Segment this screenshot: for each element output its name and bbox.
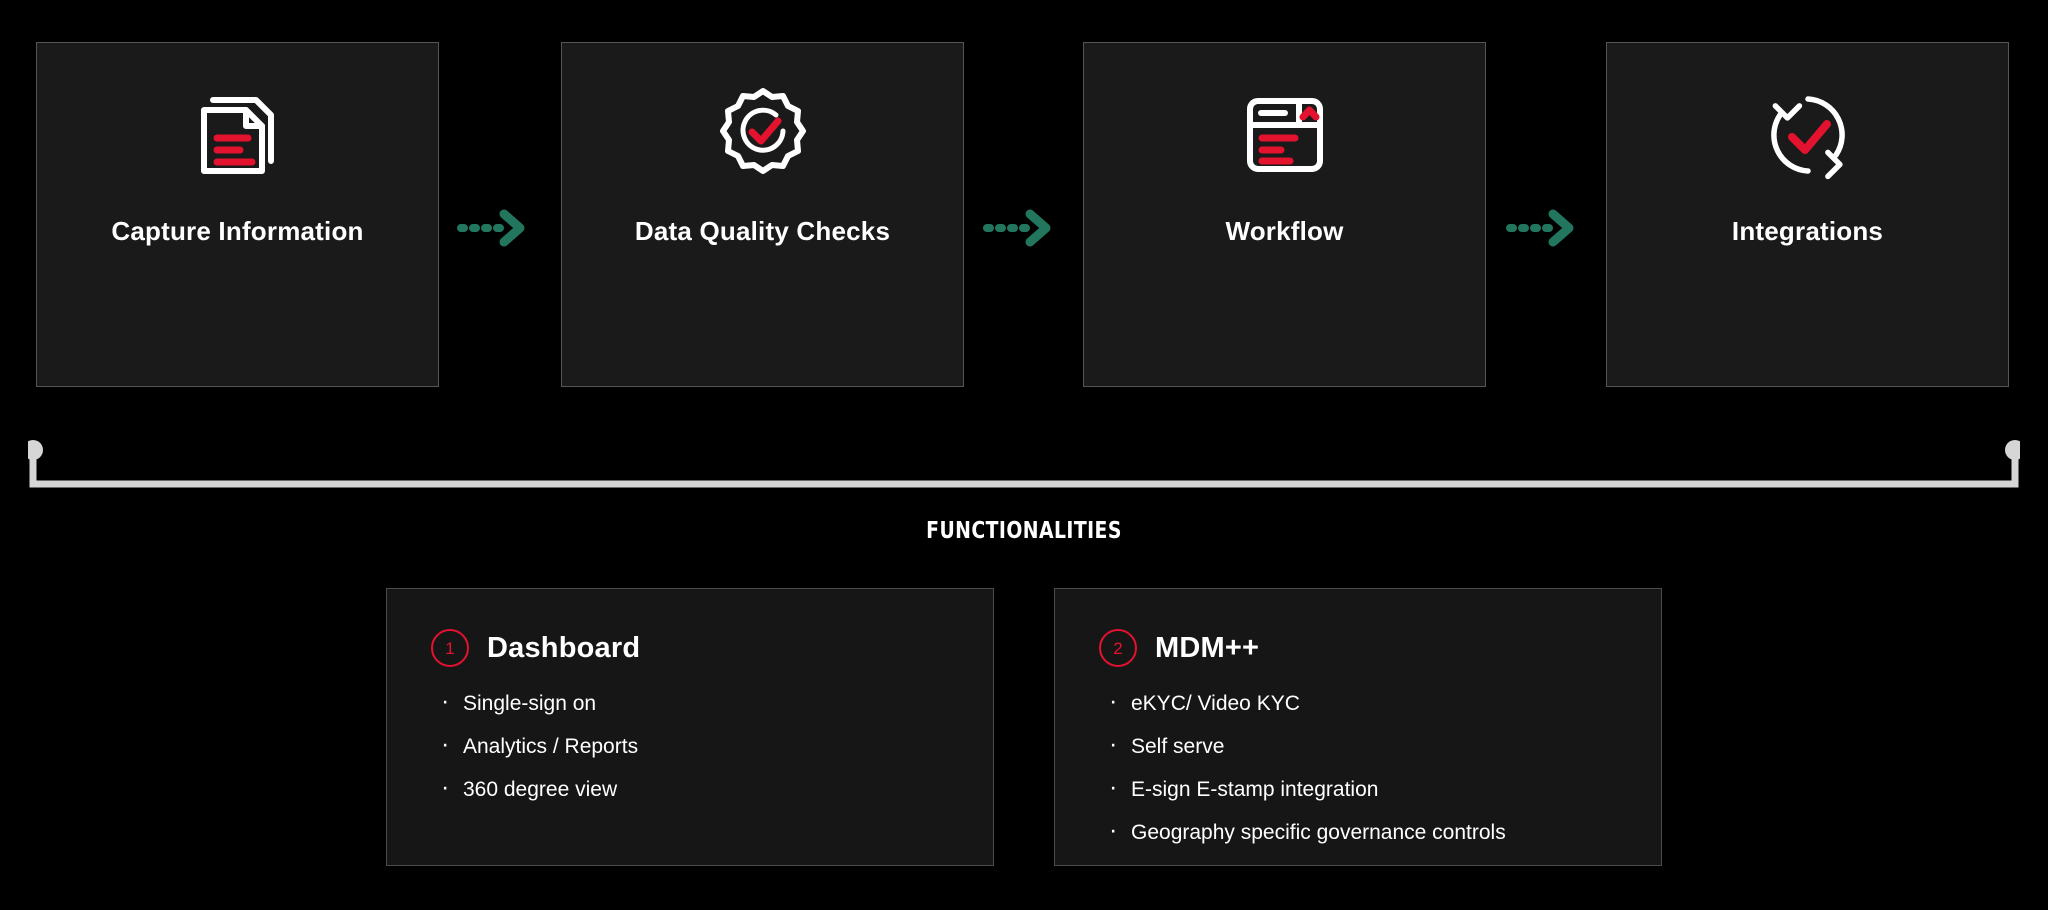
functionality-card-header: 2 MDM++ xyxy=(1099,629,1661,667)
dashed-arrow-right-icon xyxy=(982,206,1062,250)
dashed-arrow-right-icon xyxy=(456,206,536,250)
list-item: Geography specific governance controls xyxy=(1109,818,1661,843)
process-card-title: Capture Information xyxy=(111,216,364,246)
functionality-card-dashboard[interactable]: 1 Dashboard Single-sign on Analytics / R… xyxy=(386,588,994,866)
functionality-feature-list: eKYC/ Video KYC Self serve E-sign E-stam… xyxy=(1099,689,1661,843)
process-flow-row: Capture Information Data Quality Checks xyxy=(0,0,2048,390)
process-card-title: Integrations xyxy=(1731,216,1884,246)
process-card-capture-information[interactable]: Capture Information xyxy=(36,42,439,387)
status-badge: 2 xyxy=(1099,629,1137,667)
bracket-dot-right xyxy=(2005,440,2025,460)
functionality-feature-list: Single-sign on Analytics / Reports 360 d… xyxy=(431,689,993,800)
functionality-card-header: 1 Dashboard xyxy=(431,629,993,667)
section-label-functionalities: FUNCTIONALITIES xyxy=(926,518,1122,544)
process-card-integrations[interactable]: Integrations xyxy=(1606,42,2009,387)
process-card-title: Data Quality Checks xyxy=(634,216,891,246)
process-card-title: Workflow xyxy=(1225,216,1344,246)
process-card-workflow[interactable]: Workflow xyxy=(1083,42,1486,387)
list-item: Self serve xyxy=(1109,732,1661,757)
functionalities-row: 1 Dashboard Single-sign on Analytics / R… xyxy=(0,588,2048,868)
list-item: eKYC/ Video KYC xyxy=(1109,689,1661,714)
browser-window-list-icon xyxy=(1230,80,1340,190)
status-badge: 1 xyxy=(431,629,469,667)
verified-badge-check-icon xyxy=(708,80,818,190)
bracket-dot-left xyxy=(23,440,43,460)
sync-circle-check-icon xyxy=(1753,80,1863,190)
list-item: Single-sign on xyxy=(441,689,993,714)
list-item: E-sign E-stamp integration xyxy=(1109,775,1661,800)
dashed-arrow-right-icon xyxy=(1505,206,1585,250)
functionality-card-title: Dashboard xyxy=(487,631,641,664)
list-item: 360 degree view xyxy=(441,775,993,800)
process-card-data-quality-checks[interactable]: Data Quality Checks xyxy=(561,42,964,387)
list-item: Analytics / Reports xyxy=(441,732,993,757)
documents-stack-icon xyxy=(183,80,293,190)
bracket-with-end-dots xyxy=(23,440,2025,490)
functionality-card-mdm[interactable]: 2 MDM++ eKYC/ Video KYC Self serve E-sig… xyxy=(1054,588,1662,866)
functionality-card-title: MDM++ xyxy=(1155,631,1260,664)
